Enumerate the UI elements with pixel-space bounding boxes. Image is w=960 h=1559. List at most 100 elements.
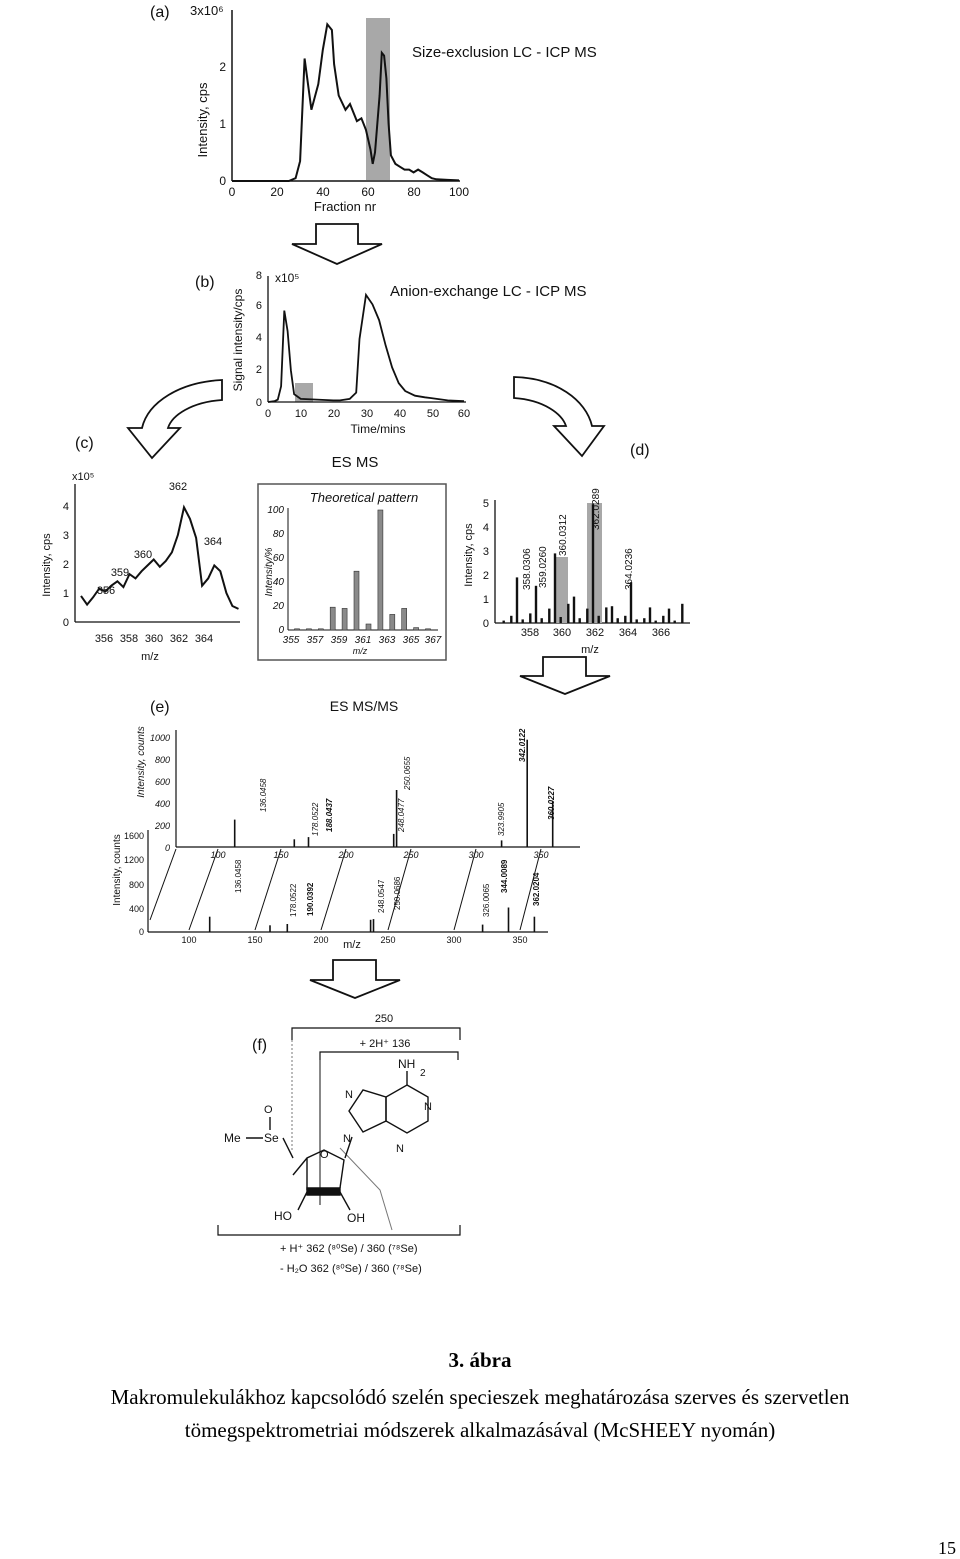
imidazole-ring: [348, 1089, 387, 1133]
inset-xtick-3: 361: [355, 635, 372, 646]
bottom-bracket: [217, 1225, 461, 1236]
atom-o: O: [320, 1149, 329, 1161]
panel-e-title: ES MS/MS: [330, 698, 398, 714]
msms-peak: [507, 907, 510, 932]
atom-n: N: [345, 1089, 353, 1101]
inset-xtick-1: 357: [307, 635, 324, 646]
inset-xtick-2: 359: [331, 635, 348, 646]
panel-e-top-ytick-2: 400: [155, 799, 170, 809]
ms-peak: [605, 607, 608, 623]
panel-b-ylabel: Signal intensity/cps: [231, 289, 245, 392]
inset-xlabel: m/z: [353, 646, 368, 656]
panel-a-xtick-4: 80: [407, 185, 421, 199]
panel-b-xtick-3: 30: [361, 408, 373, 420]
panel-e: (e) ES MS/MS Intensity, counts Intensity…: [112, 698, 580, 951]
panel-c: (c) x10⁵ Intensity, cps m/z 0 1 2 3 4 35…: [41, 435, 240, 663]
curved-arrow-left-icon: [126, 379, 223, 460]
inset-title: Theoretical pattern: [310, 490, 418, 505]
msms-peak: [533, 916, 536, 932]
panel-b-ytick-1: 2: [256, 364, 262, 376]
panel-e-top-xticks: 100 150 200 250 300 350: [210, 850, 548, 860]
panel-d-xtick-3: 364: [619, 627, 637, 639]
panel-a-yticks: 0 1 2: [219, 60, 226, 188]
ms-peak: [681, 603, 684, 623]
inset-bar: [401, 608, 408, 631]
panel-b-xtick-4: 40: [394, 408, 406, 420]
panel-a-ytick-1: 1: [219, 117, 226, 131]
panel-c-xtick-4: 364: [195, 633, 213, 645]
ms-peak: [521, 619, 524, 623]
panel-e-bottom-ytick-3: 1200: [124, 855, 144, 865]
es-ms-title: ES MS: [332, 454, 379, 471]
connector-line: [387, 848, 412, 931]
panel-e-bottom-xtick-2: 200: [313, 935, 328, 945]
ribose-base: [306, 1187, 341, 1196]
ms-peak: [586, 608, 589, 623]
msms-peak: [481, 924, 484, 932]
ms-peak: [629, 582, 633, 623]
panel-e-xlabel: m/z: [343, 939, 361, 951]
panel-d-ytick-3: 3: [483, 546, 489, 558]
panel-b-xtick-0: 0: [265, 408, 271, 420]
panel-b-ytick-4: 8: [256, 270, 262, 282]
panel-c-ylabel: Intensity, cps: [41, 533, 53, 597]
frag-136-label: + 2H⁺ 136: [360, 1038, 411, 1050]
ms-peak: [548, 608, 551, 623]
panel-c-ytick-4: 4: [63, 501, 69, 513]
panel-e-bottom-ytick-4: 1600: [124, 831, 144, 841]
inset-ytick-3: 60: [273, 553, 285, 564]
panel-c-xtick-2: 360: [145, 633, 163, 645]
ms-peak: [673, 620, 676, 623]
caption-line-2: tömegspektrometriai módszerek alkalmazás…: [184, 1418, 776, 1442]
panel-b-xtick-6: 60: [458, 408, 470, 420]
panel-c-ytick-0: 0: [63, 617, 69, 629]
panel-d-xtick-2: 362: [586, 627, 604, 639]
panel-d-xtick-4: 366: [652, 627, 670, 639]
peak-label: 326.0065: [482, 883, 491, 917]
panel-e-ylabel-bottom: Intensity, counts: [112, 834, 123, 906]
ms-peak: [597, 615, 600, 623]
figure-caption: 3. ábra Makromulekulákhoz kapcsolódó sze…: [0, 1348, 960, 1447]
panel-d-peak-label: 364.0236: [624, 548, 635, 590]
panel-a-ytick-2: 2: [219, 60, 226, 74]
panel-e-top-xtick-0: 100: [210, 850, 225, 860]
msms-peak: [392, 833, 395, 847]
ms-peak: [559, 617, 562, 623]
peak-label: 344.0089: [500, 859, 509, 893]
connector-line: [453, 848, 477, 931]
theoretical-pattern-inset: Theoretical pattern Intensity/% m/z 0 20…: [257, 483, 447, 661]
hydroxyl-bond: [339, 1191, 351, 1211]
ms-peak: [591, 504, 595, 623]
connector-line: [188, 848, 219, 931]
panel-c-peak-label: 359: [111, 567, 129, 579]
panel-e-bottom-xtick-0: 100: [181, 935, 196, 945]
se-ch2-bond: [282, 1137, 294, 1159]
sugar-n-bond: [344, 1136, 353, 1159]
inset-bar: [377, 509, 384, 631]
panel-a-xtick-0: 0: [229, 185, 236, 199]
msms-peak: [233, 819, 236, 847]
panel-e-bottom-peaks: [208, 907, 536, 933]
arrow-down-icon: [309, 959, 401, 999]
panel-e-bottom-xticks: 100 150 200 250 300 350: [181, 935, 527, 945]
inset-yticks: 0 20 40 60 80 100: [267, 505, 284, 636]
inset-xticks: 355 357 359 361 363 365 367: [283, 635, 442, 646]
ms-peak: [502, 620, 505, 623]
panel-b-trace: [267, 292, 465, 403]
ms-peak: [654, 620, 657, 623]
panel-e-bottom-xtick-5: 350: [512, 935, 527, 945]
msms-peak: [369, 919, 372, 933]
ms-peak: [572, 596, 576, 623]
ms-peak: [648, 607, 652, 623]
panel-e-bottom-xtick-4: 300: [446, 935, 461, 945]
panel-a-title: Size-exclusion LC - ICP MS: [412, 44, 597, 61]
msms-peak: [286, 924, 289, 932]
ms-peak: [624, 615, 627, 623]
connector-line: [519, 848, 542, 931]
peak-label: 178.0522: [289, 883, 298, 917]
peak-label: 190.0392: [306, 882, 315, 916]
ms-peak: [635, 619, 638, 623]
panel-e-top-yticks: 0 200 400 600 800 1000: [150, 733, 170, 853]
cut-diagonal: [339, 1147, 393, 1231]
panel-a-xtick-3: 60: [361, 185, 375, 199]
